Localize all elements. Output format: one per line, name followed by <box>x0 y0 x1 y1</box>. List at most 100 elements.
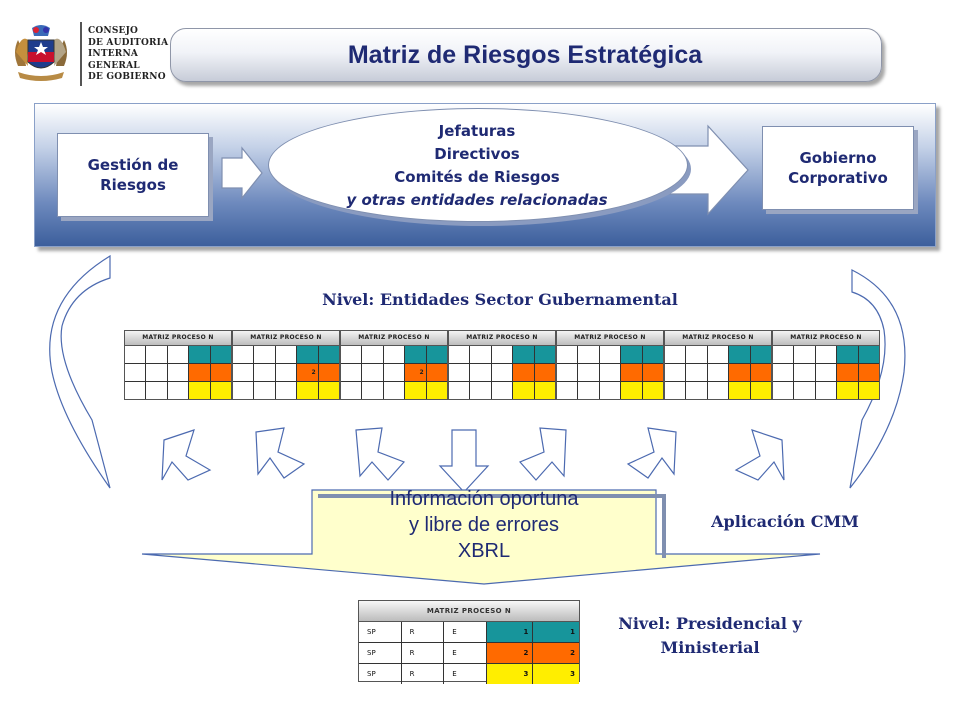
matrix-cell <box>166 382 188 399</box>
logo-divider <box>80 22 82 86</box>
matrix-cell <box>685 346 706 363</box>
matrix-row <box>125 363 232 381</box>
matrix-cell <box>490 382 512 399</box>
matrix-cell: E <box>443 643 486 663</box>
matrix-cell <box>125 346 145 363</box>
matrix-cell <box>449 364 469 381</box>
matrix-cell <box>341 382 361 399</box>
page-title: Matriz de Riesgos Estratégica <box>347 41 703 69</box>
down-arrow-4 <box>438 429 490 493</box>
matrix-cell <box>125 382 145 399</box>
matrix-row <box>233 381 340 399</box>
matrix-cell <box>598 382 620 399</box>
process-matrix: MATRIZ PROCESO N <box>772 330 880 400</box>
matrix-cell <box>728 364 750 381</box>
matrix-header: MATRIZ PROCESO N <box>557 331 663 346</box>
matrix-row <box>125 381 232 399</box>
matrix-cell <box>620 382 642 399</box>
matrix-row <box>449 363 556 381</box>
matrix-row: 2 <box>233 363 340 381</box>
matrix-cell <box>641 364 664 381</box>
matrix-cell <box>577 364 598 381</box>
matrix-cell <box>296 346 318 363</box>
matrix-cell: E <box>443 622 486 642</box>
matrix-cell <box>665 364 685 381</box>
matrix-cell: 1 <box>532 622 579 642</box>
matrix-cell <box>857 364 880 381</box>
matrix-cell <box>233 364 253 381</box>
matrix-cell: 2 <box>532 643 579 663</box>
matrix-cell <box>641 382 664 399</box>
level-line: Ministerial <box>660 638 760 657</box>
matrix-cell <box>274 364 296 381</box>
matrix-cell <box>665 346 685 363</box>
matrix-cell: 2 <box>404 364 426 381</box>
info-box-text: Información oportuna y libre de errores … <box>312 486 656 564</box>
matrix-cell <box>188 382 210 399</box>
matrix-cell <box>209 382 232 399</box>
matrix-cell <box>449 346 469 363</box>
matrix-cell <box>857 382 880 399</box>
box-line: Gestión de <box>87 156 179 174</box>
matrix-row <box>773 363 880 381</box>
down-arrow-5 <box>518 427 567 481</box>
corporate-governance-box: Gobierno Corporativo <box>762 126 914 210</box>
matrix-header: MATRIZ PROCESO N <box>449 331 555 346</box>
org-line: GENERAL <box>88 60 140 71</box>
down-arrow-6 <box>626 427 677 479</box>
matrix-header: MATRIZ PROCESO N <box>773 331 879 346</box>
ellipse-line: Jefaturas <box>438 122 516 140</box>
matrix-cell: R <box>400 622 444 642</box>
matrix-cell <box>641 346 664 363</box>
matrix-row <box>449 381 556 399</box>
matrix-row <box>449 346 556 363</box>
matrix-header: MATRIZ PROCESO N <box>233 331 339 346</box>
stakeholders-ellipse <box>268 108 688 222</box>
process-matrix: MATRIZ PROCESO N 2 <box>232 330 340 400</box>
level-presidential-label: Nivel: Presidencial y Ministerial <box>590 612 830 660</box>
matrix-cell <box>793 364 814 381</box>
matrix-cell <box>188 346 210 363</box>
process-matrix: MATRIZ PROCESO N <box>664 330 772 400</box>
matrix-cell <box>233 382 253 399</box>
matrix-cell <box>577 346 598 363</box>
matrix-cell <box>361 346 382 363</box>
matrix-cell <box>857 346 880 363</box>
ellipse-line: Directivos <box>434 145 520 163</box>
matrix-cell <box>425 382 448 399</box>
info-line: Información oportuna <box>389 488 579 510</box>
matrix-row <box>665 346 772 363</box>
matrix-row <box>773 346 880 363</box>
matrix-cell <box>773 364 793 381</box>
matrix-cell <box>706 364 728 381</box>
matrix-cell <box>317 382 340 399</box>
matrix-cell <box>490 346 512 363</box>
matrix-cell <box>145 346 166 363</box>
matrix-cell <box>620 346 642 363</box>
matrix-row <box>341 346 448 363</box>
matrix-row <box>557 381 664 399</box>
matrix-cell <box>317 346 340 363</box>
matrix-row <box>125 346 232 363</box>
matrix-cell <box>469 364 490 381</box>
matrix-cell <box>145 382 166 399</box>
matrix-cell: 1 <box>485 622 533 642</box>
matrix-cell <box>749 382 772 399</box>
matrix-cell <box>533 382 556 399</box>
right-arrow-small <box>221 146 263 200</box>
matrix-cell <box>317 364 340 381</box>
level-line: Nivel: Presidencial y <box>618 614 802 633</box>
matrix-cell <box>836 346 858 363</box>
right-curved-arrow <box>849 269 906 489</box>
org-line: INTERNA <box>88 49 139 59</box>
matrix-cell <box>773 382 793 399</box>
title-banner <box>170 28 882 82</box>
matrix-cell: 3 <box>485 664 533 684</box>
process-matrix: MATRIZ PROCESO N <box>448 330 556 400</box>
process-matrix: MATRIZ PROCESO N <box>556 330 664 400</box>
matrix-cell: E <box>443 664 486 684</box>
matrix-row <box>557 363 664 381</box>
